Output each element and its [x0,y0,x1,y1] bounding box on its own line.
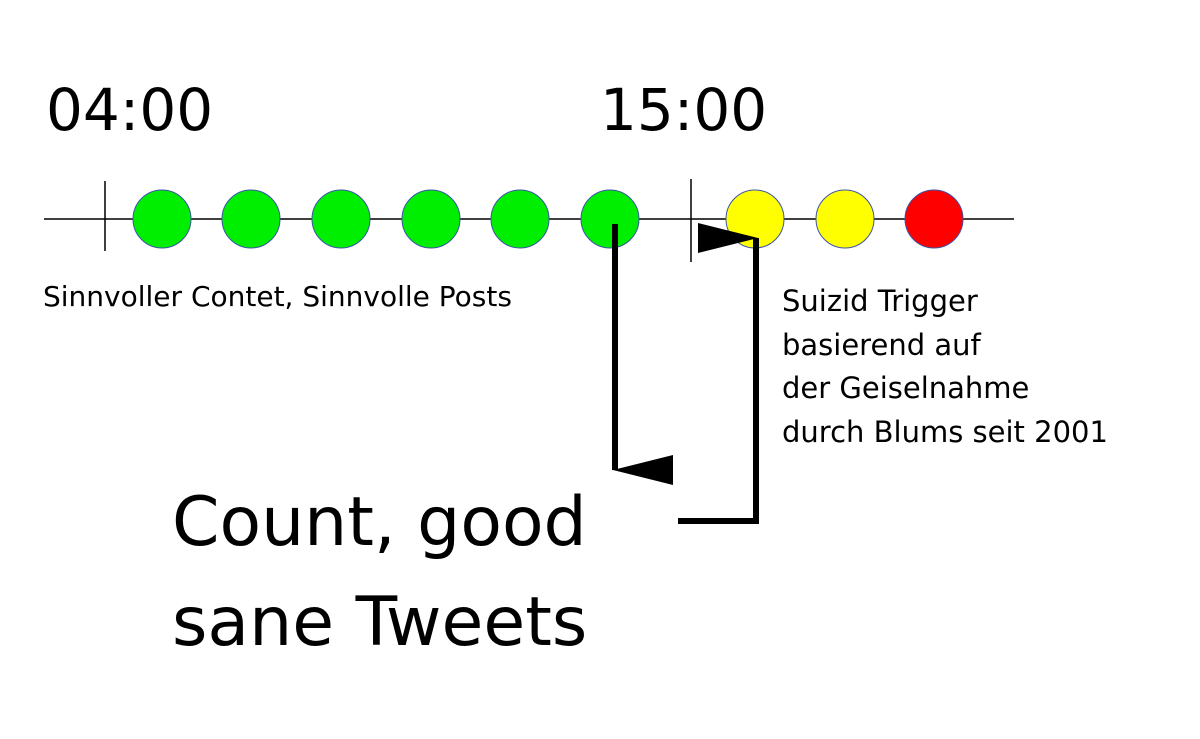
start-time-label: 04:00 [46,76,213,144]
timeline-dot [904,189,964,249]
timeline-dot [221,189,281,249]
timeline-dot [490,189,550,249]
up-arrow [678,223,759,524]
callout-line-2: sane Tweets [172,583,587,662]
note-line-2: basierend auf [782,328,981,362]
timeline-dot [132,189,192,249]
note-line-1: Suizid Trigger [782,284,978,318]
timeline-dot [815,189,875,249]
timeline-dots [132,189,964,249]
timeline-dot [311,189,371,249]
callout-line-1: Count, good [172,483,587,562]
note-line-3: der Geiselnahme [782,371,1029,405]
timeline-caption: Sinnvoller Contet, Sinnvolle Posts [43,280,512,313]
timeline-dot [401,189,461,249]
mid-time-label: 15:00 [600,76,767,144]
note-line-4: durch Blums seit 2001 [782,415,1108,449]
timeline-dot [580,189,640,249]
